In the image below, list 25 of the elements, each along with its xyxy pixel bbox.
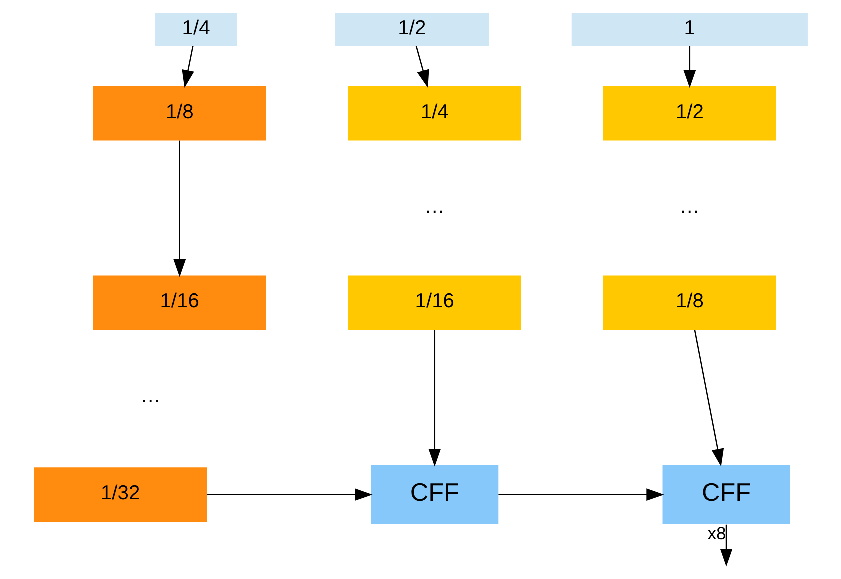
node-box: CFF xyxy=(370,465,498,524)
arrow xyxy=(428,330,441,467)
node-box: 1/16 xyxy=(92,276,266,330)
node-box: 1/2 xyxy=(602,86,776,141)
arrow xyxy=(683,46,696,88)
label: … xyxy=(679,196,700,218)
label: … xyxy=(140,385,160,408)
arrow xyxy=(182,46,194,88)
node-box: 1/4 xyxy=(154,13,237,46)
arrow xyxy=(498,488,664,502)
arrow xyxy=(206,488,372,502)
node-box: 1/16 xyxy=(348,276,521,330)
node-box: 1/8 xyxy=(602,276,776,330)
arrow xyxy=(415,46,429,88)
node-box: 1/4 xyxy=(348,86,521,141)
edge-label: x8 xyxy=(707,524,726,544)
arrow xyxy=(694,330,724,467)
node-box: 1 xyxy=(571,13,808,46)
arrow xyxy=(720,524,732,567)
node-box: 1/2 xyxy=(334,13,489,46)
node-box: CFF xyxy=(662,465,790,524)
node-box: 1/32 xyxy=(34,468,206,522)
node-box: 1/8 xyxy=(92,86,266,141)
arrow xyxy=(173,140,186,278)
label: … xyxy=(424,196,444,218)
